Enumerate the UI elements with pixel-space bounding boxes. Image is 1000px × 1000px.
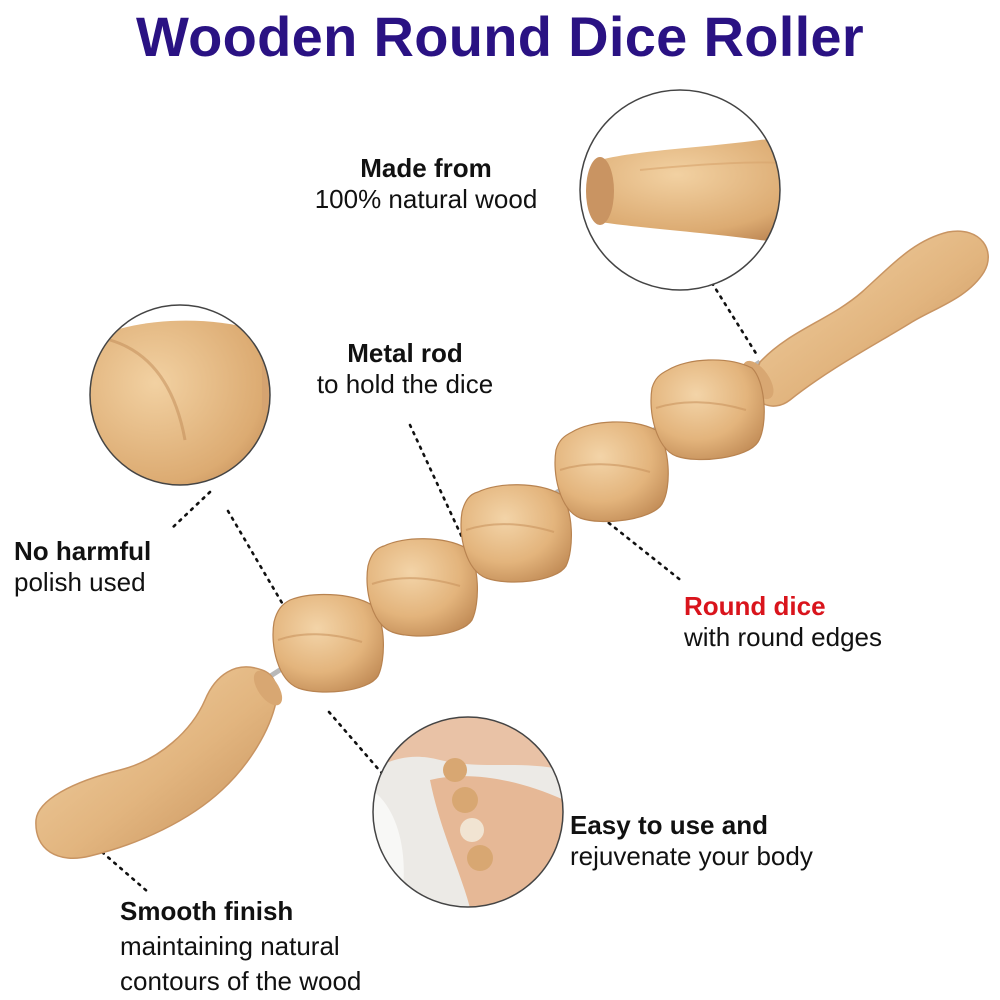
dice-2	[366, 538, 478, 637]
callout-easy-use-head: Easy to use and	[570, 810, 768, 840]
callout-metal-rod: Metal rod to hold the dice	[300, 338, 510, 400]
callout-natural-wood-body: 100% natural wood	[314, 184, 538, 214]
top-handle	[742, 230, 989, 407]
callout-round-dice-head: Round dice	[684, 591, 826, 621]
zoom-dice-detail	[89, 304, 271, 486]
bottom-handle	[35, 666, 283, 859]
dice-1	[272, 593, 384, 693]
dice-5	[650, 359, 765, 461]
callout-metal-rod-head: Metal rod	[347, 338, 463, 368]
callout-easy-use: Easy to use and rejuvenate your body	[570, 810, 813, 872]
callout-smooth-finish-body-2: contours of the wood	[120, 966, 362, 996]
dice-group	[272, 359, 765, 693]
dice-3	[460, 484, 572, 583]
callout-smooth-finish: Smooth finish maintaining natural contou…	[120, 894, 361, 999]
callout-smooth-finish-body-1: maintaining natural	[120, 931, 340, 961]
callout-round-dice: Round dice with round edges	[684, 591, 882, 653]
callout-easy-use-body: rejuvenate your body	[570, 841, 813, 871]
callout-no-polish: No harmful polish used	[14, 536, 151, 598]
callout-no-polish-head: No harmful	[14, 536, 152, 566]
dice-4	[554, 421, 669, 523]
page-title: Wooden Round Dice Roller	[136, 5, 864, 68]
zoom-handle-detail	[579, 89, 781, 291]
zoom-usage-photo	[372, 716, 564, 908]
callout-no-polish-body: polish used	[14, 567, 146, 597]
callout-natural-wood: Made from 100% natural wood	[296, 153, 556, 215]
callout-natural-wood-head: Made from	[360, 153, 492, 183]
callout-round-dice-body: with round edges	[684, 622, 883, 652]
callout-smooth-finish-head: Smooth finish	[120, 896, 294, 926]
callout-metal-rod-body: to hold the dice	[316, 369, 494, 399]
